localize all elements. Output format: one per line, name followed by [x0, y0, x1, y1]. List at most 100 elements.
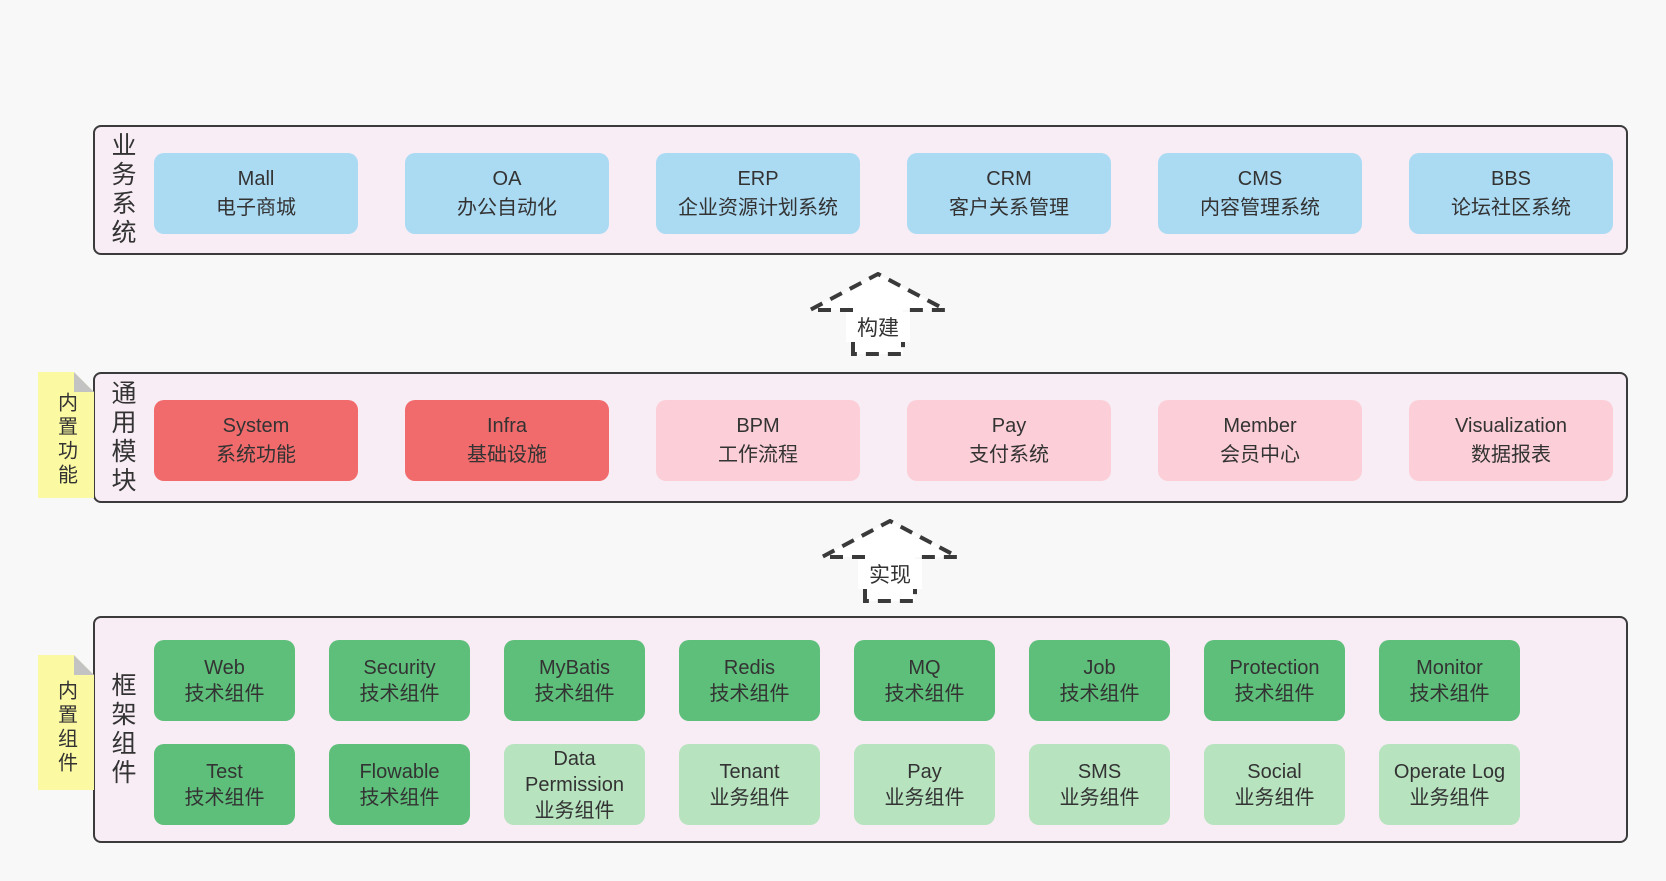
sticky-tag-text: 内置功能	[54, 392, 77, 488]
box-subtitle: 支付系统	[969, 443, 1049, 466]
box-title: Monitor	[1416, 656, 1483, 679]
box-subtitle: 技术组件	[709, 682, 790, 705]
arrow-implement-label: 实现	[869, 564, 911, 587]
box-subtitle: 业务组件	[1409, 786, 1490, 809]
box-title: MyBatis	[538, 656, 611, 679]
box-system: System 系统功能	[154, 400, 358, 481]
box-mall: Mall 电子商城	[154, 153, 358, 234]
box-subtitle: 系统功能	[216, 443, 296, 466]
box-subtitle: 企业资源计划系统	[678, 196, 838, 219]
box-subtitle: 业务组件	[1059, 786, 1140, 809]
box-subtitle: 技术组件	[884, 682, 965, 705]
box-infra: Infra 基础设施	[405, 400, 609, 481]
common-modules-title: 通用模块	[108, 379, 136, 496]
box-mq: MQ 技术组件	[854, 640, 995, 721]
box-security: Security 技术组件	[329, 640, 470, 721]
box-title: Operate Log	[1393, 760, 1506, 783]
business-systems-title: 业务系统	[108, 132, 136, 248]
box-flowable: Flowable 技术组件	[329, 744, 470, 825]
box-title: Member	[1223, 414, 1297, 437]
box-subtitle: 业务组件	[534, 799, 615, 822]
sticky-tag-text: 内置组件	[54, 679, 77, 776]
box-subtitle: 技术组件	[184, 786, 265, 809]
sticky-tag-built-in-components: 内置组件	[38, 655, 94, 790]
box-member: Member 会员中心	[1158, 400, 1362, 481]
box-subtitle: 工作流程	[718, 443, 798, 466]
box-subtitle: 技术组件	[359, 786, 440, 809]
box-title: Data Permission	[525, 747, 624, 796]
box-subtitle: 客户关系管理	[949, 196, 1069, 219]
box-subtitle: 数据报表	[1471, 443, 1551, 466]
box-subtitle: 基础设施	[467, 443, 547, 466]
framework-components-section: 框架组件 Web 技术组件 Security 技术组件 MyBatis 技术组件…	[93, 616, 1628, 843]
arrow-build-label: 构建	[857, 317, 899, 340]
box-title: Web	[204, 656, 245, 679]
framework-components-row-1: Web 技术组件 Security 技术组件 MyBatis 技术组件 Redi…	[154, 640, 1520, 721]
box-social: Social 业务组件	[1204, 744, 1345, 825]
box-title: SMS	[1077, 760, 1122, 783]
business-systems-row: Mall 电子商城 OA 办公自动化 ERP 企业资源计划系统 CRM 客户关系…	[154, 153, 1613, 234]
box-pay-system: Pay 支付系统	[907, 400, 1111, 481]
box-title: Mall	[237, 167, 275, 190]
box-title: Redis	[723, 656, 776, 679]
box-subtitle: 电子商城	[216, 196, 296, 219]
box-monitor: Monitor 技术组件	[1379, 640, 1520, 721]
box-protection: Protection 技术组件	[1204, 640, 1345, 721]
box-visualization: Visualization 数据报表	[1409, 400, 1613, 481]
box-title: Protection	[1229, 656, 1320, 679]
box-title: BBS	[1490, 167, 1532, 190]
box-operate-log: Operate Log 业务组件	[1379, 744, 1520, 825]
box-title: System	[222, 414, 290, 437]
box-title: BPM	[736, 414, 780, 437]
box-data-permission: Data Permission 业务组件	[504, 744, 645, 825]
common-modules-section: 通用模块 System 系统功能 Infra 基础设施 BPM 工作流程 Pay…	[93, 372, 1628, 503]
box-cms: CMS 内容管理系统	[1158, 153, 1362, 234]
framework-components-row-2: Test 技术组件 Flowable 技术组件 Data Permission …	[154, 744, 1520, 825]
box-subtitle: 技术组件	[1409, 682, 1490, 705]
box-subtitle: 业务组件	[1234, 786, 1315, 809]
box-title: Visualization	[1455, 414, 1567, 437]
box-subtitle: 技术组件	[359, 682, 440, 705]
box-title: Pay	[907, 760, 942, 783]
framework-components-title: 框架组件	[108, 671, 136, 788]
box-subtitle: 技术组件	[184, 682, 265, 705]
box-title: Security	[363, 656, 436, 679]
box-title: Infra	[486, 414, 528, 437]
box-erp: ERP 企业资源计划系统	[656, 153, 860, 234]
box-sms: SMS 业务组件	[1029, 744, 1170, 825]
box-title: CRM	[986, 167, 1032, 190]
box-title: CMS	[1237, 167, 1283, 190]
box-bpm: BPM 工作流程	[656, 400, 860, 481]
sticky-tag-built-in-features: 内置功能	[38, 372, 94, 498]
box-title: Pay	[991, 414, 1027, 437]
box-subtitle: 技术组件	[534, 682, 615, 705]
box-subtitle: 内容管理系统	[1200, 196, 1320, 219]
box-bbs: BBS 论坛社区系统	[1409, 153, 1613, 234]
box-title: Job	[1083, 656, 1116, 679]
box-job: Job 技术组件	[1029, 640, 1170, 721]
box-crm: CRM 客户关系管理	[907, 153, 1111, 234]
box-redis: Redis 技术组件	[679, 640, 820, 721]
box-subtitle: 业务组件	[709, 786, 790, 809]
business-systems-section: 业务系统 Mall 电子商城 OA 办公自动化 ERP 企业资源计划系统 CRM…	[93, 125, 1628, 255]
box-oa: OA 办公自动化	[405, 153, 609, 234]
box-subtitle: 会员中心	[1220, 443, 1300, 466]
box-mybatis: MyBatis 技术组件	[504, 640, 645, 721]
box-title: Test	[206, 760, 243, 783]
box-subtitle: 技术组件	[1234, 682, 1315, 705]
up-arrow-implement-icon: 实现	[821, 519, 959, 603]
box-web: Web 技术组件	[154, 640, 295, 721]
box-title: ERP	[737, 167, 779, 190]
box-subtitle: 业务组件	[884, 786, 965, 809]
box-title: Flowable	[359, 760, 440, 783]
up-arrow-build-icon: 构建	[809, 272, 947, 356]
box-subtitle: 论坛社区系统	[1451, 196, 1571, 219]
box-title: MQ	[908, 656, 941, 679]
box-title: Social	[1247, 760, 1302, 783]
box-test: Test 技术组件	[154, 744, 295, 825]
box-subtitle: 办公自动化	[457, 196, 557, 219]
common-modules-row: System 系统功能 Infra 基础设施 BPM 工作流程 Pay 支付系统…	[154, 400, 1613, 481]
box-title: OA	[492, 167, 522, 190]
box-tenant: Tenant 业务组件	[679, 744, 820, 825]
box-title: Tenant	[719, 760, 780, 783]
